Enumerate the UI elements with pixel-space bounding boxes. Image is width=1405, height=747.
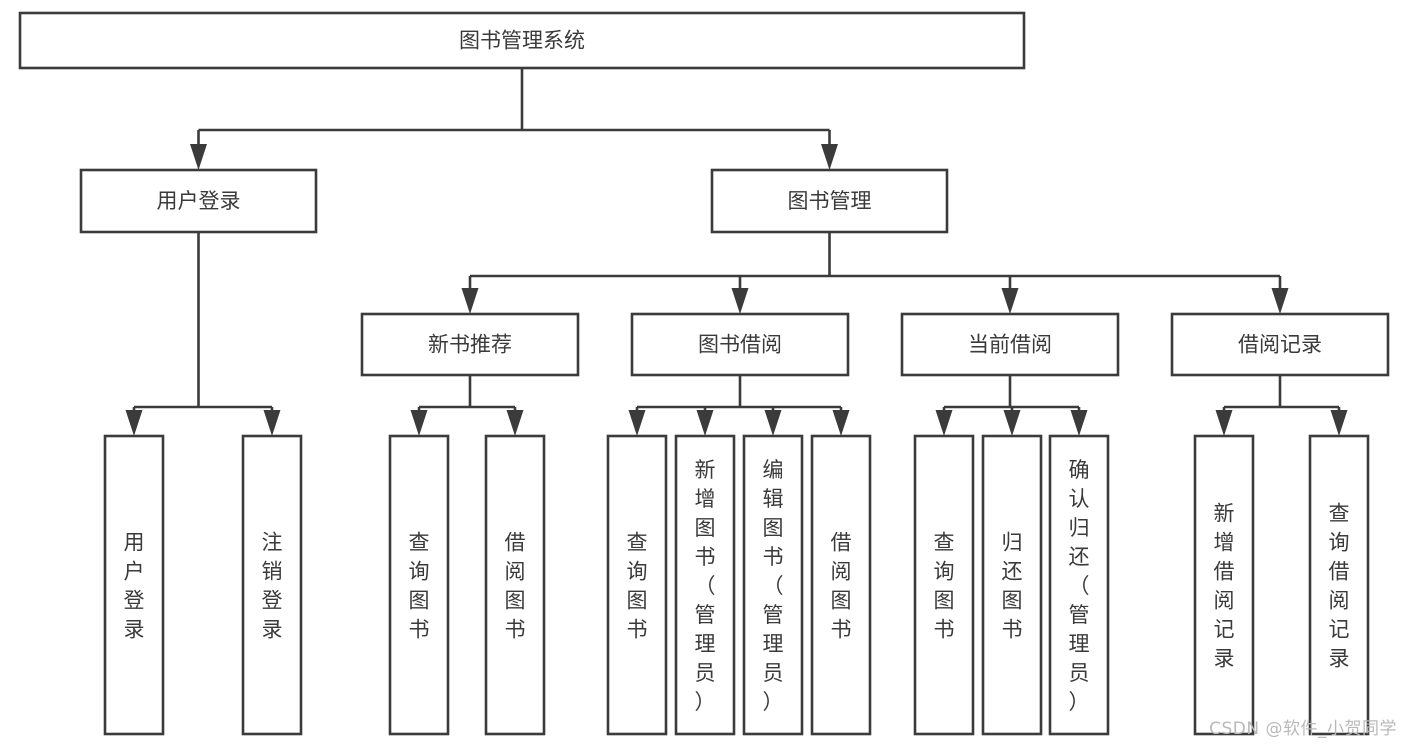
connector-layer <box>125 68 1348 436</box>
node-leaf-query-book-3[interactable]: 查询图书 <box>913 434 975 736</box>
node-book-manage[interactable]: 图书管理 <box>710 168 949 234</box>
node-user-login[interactable]: 用户登录 <box>79 168 318 234</box>
node-box <box>241 434 303 736</box>
node-label: 用户登录 <box>124 531 145 642</box>
node-current-borrow[interactable]: 当前借阅 <box>900 312 1120 377</box>
node-box <box>742 434 804 736</box>
arrow-head-icon <box>628 410 646 436</box>
node-label: 新书推荐 <box>428 333 512 357</box>
node-label: 归还图书 <box>1002 531 1023 642</box>
node-box <box>1170 312 1390 377</box>
arrow-head-icon <box>821 144 838 170</box>
node-box <box>981 434 1043 736</box>
arrow-head-icon <box>506 410 524 436</box>
node-box <box>710 168 949 234</box>
node-label: 新增借阅记录 <box>1214 502 1235 671</box>
arrow-head-icon <box>1215 410 1233 436</box>
node-label: 查询图书 <box>627 531 648 642</box>
node-box <box>606 434 668 736</box>
node-label: 确认归还（管理员） <box>1069 458 1090 714</box>
node-label: 注销登录 <box>262 531 283 642</box>
node-label: 用户登录 <box>157 189 241 213</box>
arrow-head-icon <box>1330 410 1348 436</box>
arrow-head-icon <box>461 288 479 314</box>
node-label: 借阅记录 <box>1238 333 1322 357</box>
node-label: 查询图书 <box>934 531 955 642</box>
node-box <box>1308 434 1370 736</box>
node-leaf-user-logout[interactable]: 注销登录 <box>241 434 303 736</box>
node-label: 图书管理 <box>788 189 872 213</box>
arrow-head-icon <box>832 410 850 436</box>
node-leaf-return-book[interactable]: 归还图书 <box>981 434 1043 736</box>
arrow-head-icon <box>263 410 281 436</box>
node-leaf-borrow-book-2[interactable]: 借阅图书 <box>810 434 872 736</box>
node-leaf-confirm-return[interactable]: 确认归还（管理员） <box>1048 434 1110 736</box>
node-box <box>18 11 1026 70</box>
node-label: 图书管理系统 <box>459 29 585 53</box>
node-leaf-add-book[interactable]: 新增图书（管理员） <box>674 434 736 736</box>
node-box <box>1048 434 1110 736</box>
node-leaf-query-book-2[interactable]: 查询图书 <box>606 434 668 736</box>
arrow-head-icon <box>1271 288 1289 314</box>
arrow-head-icon <box>1001 288 1019 314</box>
node-box <box>103 434 165 736</box>
node-label: 图书借阅 <box>698 333 782 357</box>
arrow-head-icon <box>125 410 143 436</box>
node-leaf-user-login[interactable]: 用户登录 <box>103 434 165 736</box>
node-leaf-query-book-1[interactable]: 查询图书 <box>388 434 450 736</box>
node-box <box>674 434 736 736</box>
arrow-head-icon <box>764 410 782 436</box>
node-borrow-record[interactable]: 借阅记录 <box>1170 312 1390 377</box>
arrow-head-icon <box>1003 410 1021 436</box>
node-box <box>79 168 318 234</box>
arrow-head-icon <box>935 410 953 436</box>
node-book-borrow[interactable]: 图书借阅 <box>630 312 850 377</box>
node-label: 借阅图书 <box>505 531 526 642</box>
node-root[interactable]: 图书管理系统 <box>18 11 1026 70</box>
arrow-head-icon <box>190 144 207 170</box>
node-box <box>900 312 1120 377</box>
node-box <box>913 434 975 736</box>
node-layer: 图书管理系统用户登录图书管理新书推荐图书借阅当前借阅借阅记录用户登录注销登录查询… <box>18 11 1390 736</box>
node-box <box>810 434 872 736</box>
node-box <box>630 312 850 377</box>
node-box <box>484 434 546 736</box>
node-box <box>1193 434 1255 736</box>
node-label: 借阅图书 <box>831 531 852 642</box>
arrow-head-icon <box>1070 410 1088 436</box>
node-leaf-edit-book[interactable]: 编辑图书（管理员） <box>742 434 804 736</box>
node-leaf-borrow-book-1[interactable]: 借阅图书 <box>484 434 546 736</box>
arrow-head-icon <box>731 288 749 314</box>
node-label: 新增图书（管理员） <box>695 458 716 714</box>
node-leaf-add-record[interactable]: 新增借阅记录 <box>1193 434 1255 736</box>
csdn-watermark: CSDN @软件_小贺同学 <box>1209 719 1397 739</box>
node-box <box>388 434 450 736</box>
node-label: 当前借阅 <box>968 333 1052 357</box>
node-box <box>360 312 580 377</box>
node-label: 查询图书 <box>409 531 430 642</box>
node-new-book-rec[interactable]: 新书推荐 <box>360 312 580 377</box>
node-label: 查询借阅记录 <box>1329 502 1350 671</box>
node-leaf-query-record[interactable]: 查询借阅记录 <box>1308 434 1370 736</box>
node-label: 编辑图书（管理员） <box>763 458 784 714</box>
arrow-head-icon <box>410 410 428 436</box>
arrow-head-icon <box>696 410 714 436</box>
